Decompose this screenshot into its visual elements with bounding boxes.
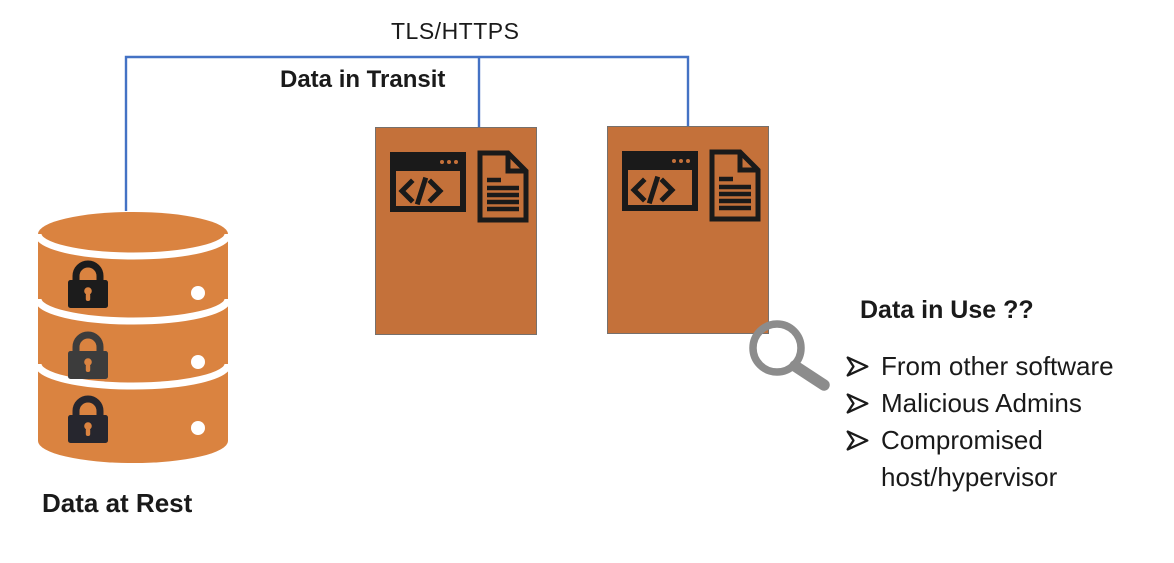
arrow-dart-icon (846, 430, 869, 451)
disk-dot (191, 286, 205, 300)
data-in-use-list: From other software Malicious Admins Com… (845, 348, 1155, 496)
padlock-icon (68, 395, 108, 443)
bullet-label: Malicious Admins (881, 388, 1082, 418)
database-cylinder-icon (36, 212, 230, 463)
list-item: Malicious Admins (845, 385, 1155, 422)
application-server-box-2 (607, 126, 769, 334)
arrow-dart-icon (846, 356, 869, 377)
list-item: Compromised host/hypervisor (845, 422, 1155, 496)
data-at-rest-label: Data at Rest (42, 488, 193, 518)
data-in-transit-label: Data in Transit (280, 66, 446, 93)
padlock-icon (68, 331, 108, 379)
data-in-use-title: Data in Use ?? (860, 296, 1034, 324)
padlock-icon (68, 260, 108, 308)
disk-dot (191, 421, 205, 435)
tls-https-label: TLS/HTTPS (391, 18, 520, 44)
data-in-use-block: Data in Use ?? From other software Malic… (845, 293, 1155, 496)
arrow-dart-icon (846, 393, 869, 414)
disk-dot (191, 355, 205, 369)
magnifying-glass-icon (749, 320, 830, 391)
application-server-box-1 (375, 127, 537, 335)
document-icon (709, 149, 761, 222)
list-item: From other software (845, 348, 1155, 385)
document-icon (477, 150, 529, 223)
bullet-label: Compromised host/hypervisor (881, 425, 1058, 492)
code-window-icon (622, 151, 698, 211)
code-window-icon (390, 152, 466, 212)
bullet-label: From other software (881, 351, 1114, 381)
